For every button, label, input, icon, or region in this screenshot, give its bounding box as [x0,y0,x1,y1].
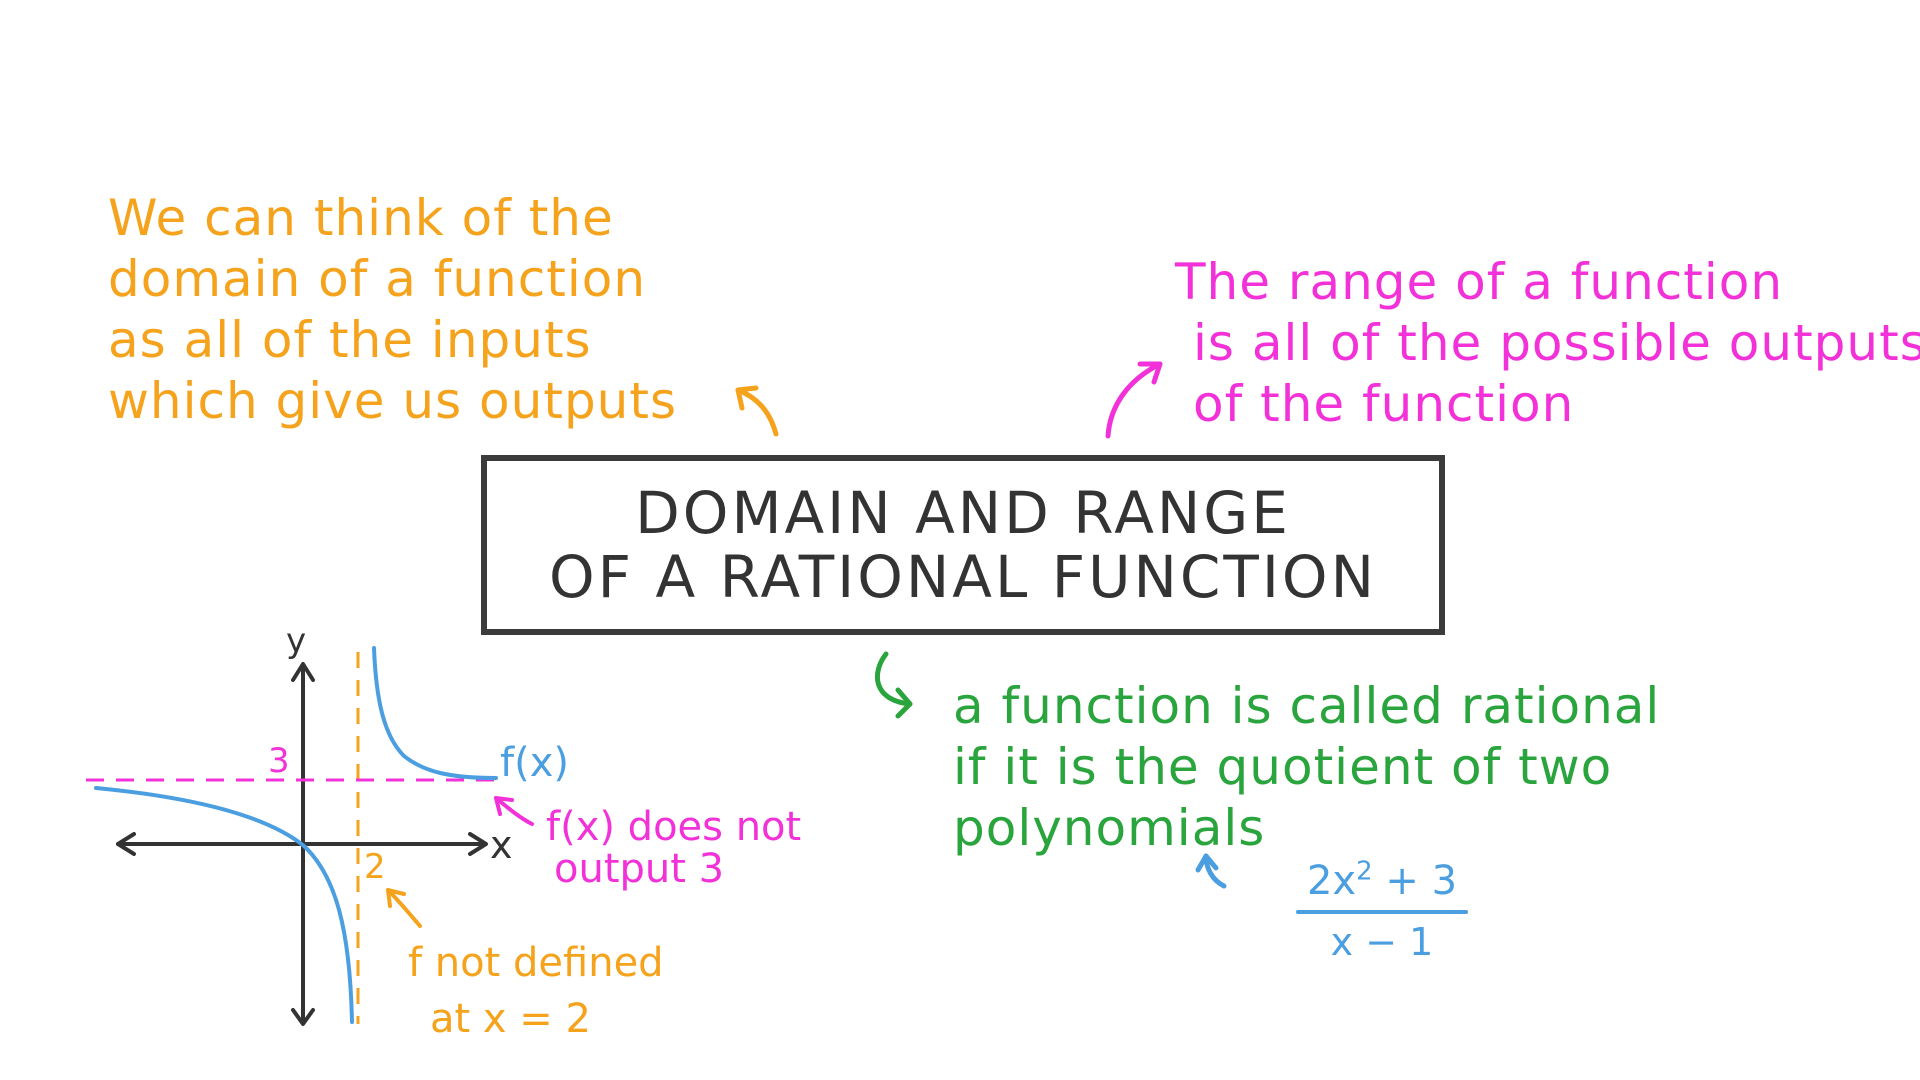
numerator-exponent: 2 [1356,856,1373,887]
rational-note-line-2: if it is the quotient of two [953,738,1613,796]
curve-left-branch [94,786,354,1024]
title-box: DOMAIN AND RANGE OF A RATIONAL FUNCTION [481,455,1445,635]
range-note-line-1: The range of a function [1175,253,1784,311]
curved-arrow-range-icon [1105,361,1163,439]
domain-note-line-2: domain of a function [108,250,647,308]
fraction-denominator: x − 1 [1330,920,1434,964]
title-line-2: OF A RATIONAL FUNCTION [549,543,1377,611]
hook-arrow-rational-icon [874,651,913,719]
curved-arrow-domain-icon [735,385,779,437]
range-note-line-3: of the function [1193,375,1575,433]
domain-graph-note-line-2: at x = 2 [430,996,591,1042]
range-note-line-2: is all of the possible outputs [1193,314,1920,372]
fraction-numerator: 2x2 + 3 [1306,856,1458,904]
y-axis-label: y [286,621,306,661]
range-definition-note: The range of a function is all of the po… [1175,252,1920,435]
domain-note-line-1: We can think of the [108,189,614,247]
domain-note-line-3: as all of the inputs [108,311,592,369]
rational-note-line-3: polynomials [953,799,1266,857]
fraction-bar [1296,910,1468,914]
rational-definition-note: a function is called rational if it is t… [953,676,1660,859]
y-tick-3: 3 [268,741,290,781]
domain-graph-note-line-1: f not defined [408,940,664,986]
domain-definition-note: We can think of the domain of a function… [108,188,677,432]
arrow-to-asymptote-y-icon [494,796,534,826]
curve-right-branch [372,646,498,780]
range-graph-note-line-1: f(x) does not [546,804,801,850]
domain-note-line-4: which give us outputs [108,372,678,430]
example-rational-fraction: 2x2 + 3 x − 1 [1292,858,1472,964]
x-tick-2: 2 [364,847,386,887]
rational-note-line-1: a function is called rational [953,677,1661,735]
title-line-1: DOMAIN AND RANGE [635,479,1291,547]
arrow-to-polynomials-icon [1195,853,1227,889]
arrow-to-asymptote-x-icon [386,888,422,928]
x-axis-label: x [490,823,513,867]
range-graph-note-line-2: output 3 [554,846,724,892]
curve-label: f(x) [500,740,569,786]
